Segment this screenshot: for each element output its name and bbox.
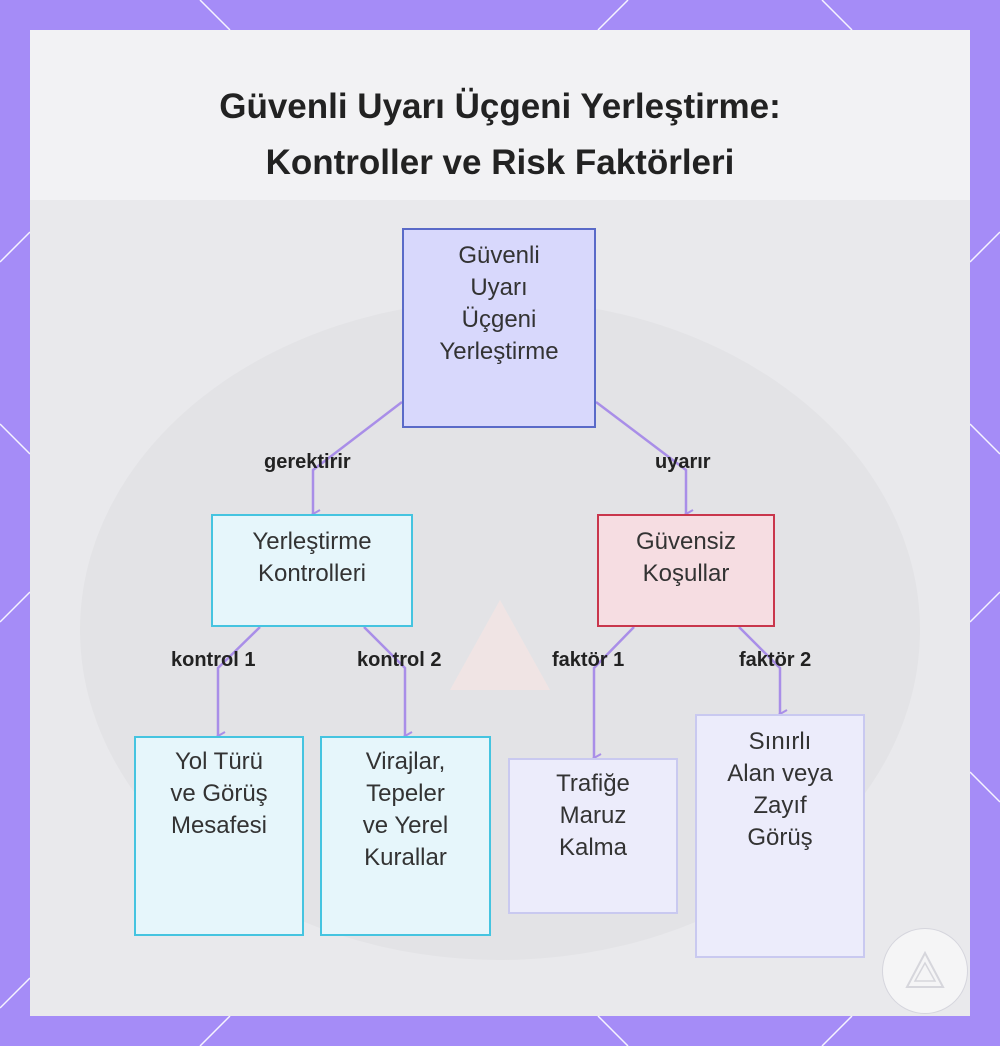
- node-curves: Virajlar, Tepeler ve Yerel Kurallar: [320, 736, 491, 936]
- edge-control-1: [218, 626, 261, 736]
- watermark-logo: [882, 928, 968, 1014]
- node-placement-controls-line: Kontrolleri: [257, 560, 367, 587]
- node-traffic: Trafiğe Maruz Kalma: [508, 758, 678, 914]
- node-traffic-line: Trafiğe: [556, 770, 630, 797]
- node-limited-space-line: Zayıf: [753, 792, 807, 819]
- node-root-line: Yerleştirme: [439, 338, 559, 365]
- edge-warns: [595, 401, 686, 514]
- edge-label-control-1: kontrol 1: [171, 649, 256, 671]
- edge-label-warns: uyarır: [655, 451, 711, 473]
- node-limited-space-line: Alan veya: [727, 760, 833, 787]
- node-root: Güvenli Uyarı Üçgeni Yerleştirme: [402, 228, 596, 428]
- edge-control-2: [363, 626, 405, 736]
- node-root-line: Uyarı: [470, 274, 528, 301]
- node-root-line: Güvenli: [458, 242, 540, 269]
- edge-label-control-2: kontrol 2: [357, 649, 442, 671]
- node-unsafe-conditions-line: Koşullar: [642, 560, 730, 587]
- node-unsafe-conditions: Güvensiz Koşullar: [597, 514, 775, 627]
- edge-label-requires: gerektirir: [264, 451, 351, 473]
- node-unsafe-conditions-line: Güvensiz: [635, 528, 737, 555]
- edge-label-factor-1: faktör 1: [552, 649, 625, 671]
- node-limited-space-line: Görüş: [747, 824, 813, 851]
- edge-factor-1: [594, 626, 635, 758]
- node-road-type-line: Yol Türü: [174, 748, 264, 775]
- node-road-type-line: Mesafesi: [170, 812, 268, 839]
- node-root-line: Üçgeni: [461, 306, 537, 333]
- node-traffic-line: Maruz: [559, 802, 627, 829]
- title-line-2: Kontroller ve Risk Faktörleri: [265, 143, 735, 182]
- title-line-1: Güvenli Uyarı Üçgeni Yerleştirme:: [219, 87, 781, 126]
- triangle-icon: [905, 950, 945, 988]
- node-curves-line: Tepeler: [366, 780, 445, 807]
- node-placement-controls-line: Yerleştirme: [252, 528, 372, 555]
- node-road-type-line: ve Görüş: [170, 780, 268, 807]
- node-curves-line: Virajlar,: [365, 748, 446, 775]
- node-placement-controls: Yerleştirme Kontrolleri: [211, 514, 413, 627]
- edge-requires: [313, 401, 403, 514]
- edge-factor-2: [738, 626, 780, 714]
- edge-label-factor-2: faktör 2: [739, 649, 812, 671]
- node-road-type: Yol Türü ve Görüş Mesafesi: [134, 736, 304, 936]
- node-limited-space: Sınırlı Alan veya Zayıf Görüş: [695, 714, 865, 958]
- node-traffic-line: Kalma: [558, 834, 628, 861]
- node-limited-space-line: Sınırlı: [748, 728, 812, 755]
- node-curves-line: ve Yerel: [362, 812, 449, 839]
- node-curves-line: Kurallar: [364, 844, 447, 871]
